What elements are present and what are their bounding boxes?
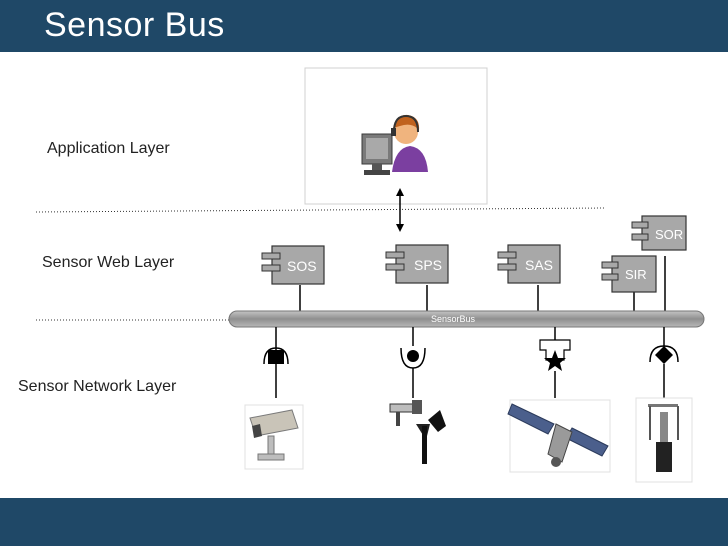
sps-label: SPS (414, 257, 442, 273)
sos-component[interactable]: SOS (261, 245, 325, 285)
sor-label: SOR (655, 227, 683, 242)
sensor-bus-diagram: SOS SPS SAS SOR SIR SensorBus (35, 67, 705, 483)
sos-label: SOS (287, 258, 317, 274)
user-at-computer-icon (361, 114, 428, 175)
title-bar: Sensor Bus (0, 0, 728, 52)
probe-interface-symbol (649, 345, 679, 398)
footer-bar (0, 498, 728, 546)
separator-app-web (35, 207, 605, 213)
sas-label: SAS (525, 257, 553, 273)
sps-component[interactable]: SPS (385, 244, 449, 284)
satellite-interface-symbol (539, 339, 571, 398)
sensor-bus: SensorBus (228, 310, 705, 328)
application-layer-label: Application Layer (47, 140, 170, 157)
sensor-network-layer-label: Sensor Network Layer (18, 378, 177, 395)
anemometer-icon (389, 400, 446, 464)
sor-component[interactable]: SOR (631, 215, 687, 251)
sensorbus-label: SensorBus (431, 314, 476, 324)
sir-label: SIR (625, 267, 647, 282)
sas-component[interactable]: SAS (497, 244, 561, 284)
camera-icon (244, 404, 304, 470)
app-link-arrow (396, 188, 404, 232)
page-title: Sensor Bus (44, 6, 225, 44)
anemometer-interface-symbol (400, 347, 426, 398)
sensor-web-layer-label: Sensor Web Layer (42, 254, 175, 271)
sir-component[interactable]: SIR (601, 255, 657, 293)
satellite-icon (507, 399, 611, 473)
camera-interface-symbol (263, 347, 289, 398)
weather-probe-icon (635, 397, 693, 483)
